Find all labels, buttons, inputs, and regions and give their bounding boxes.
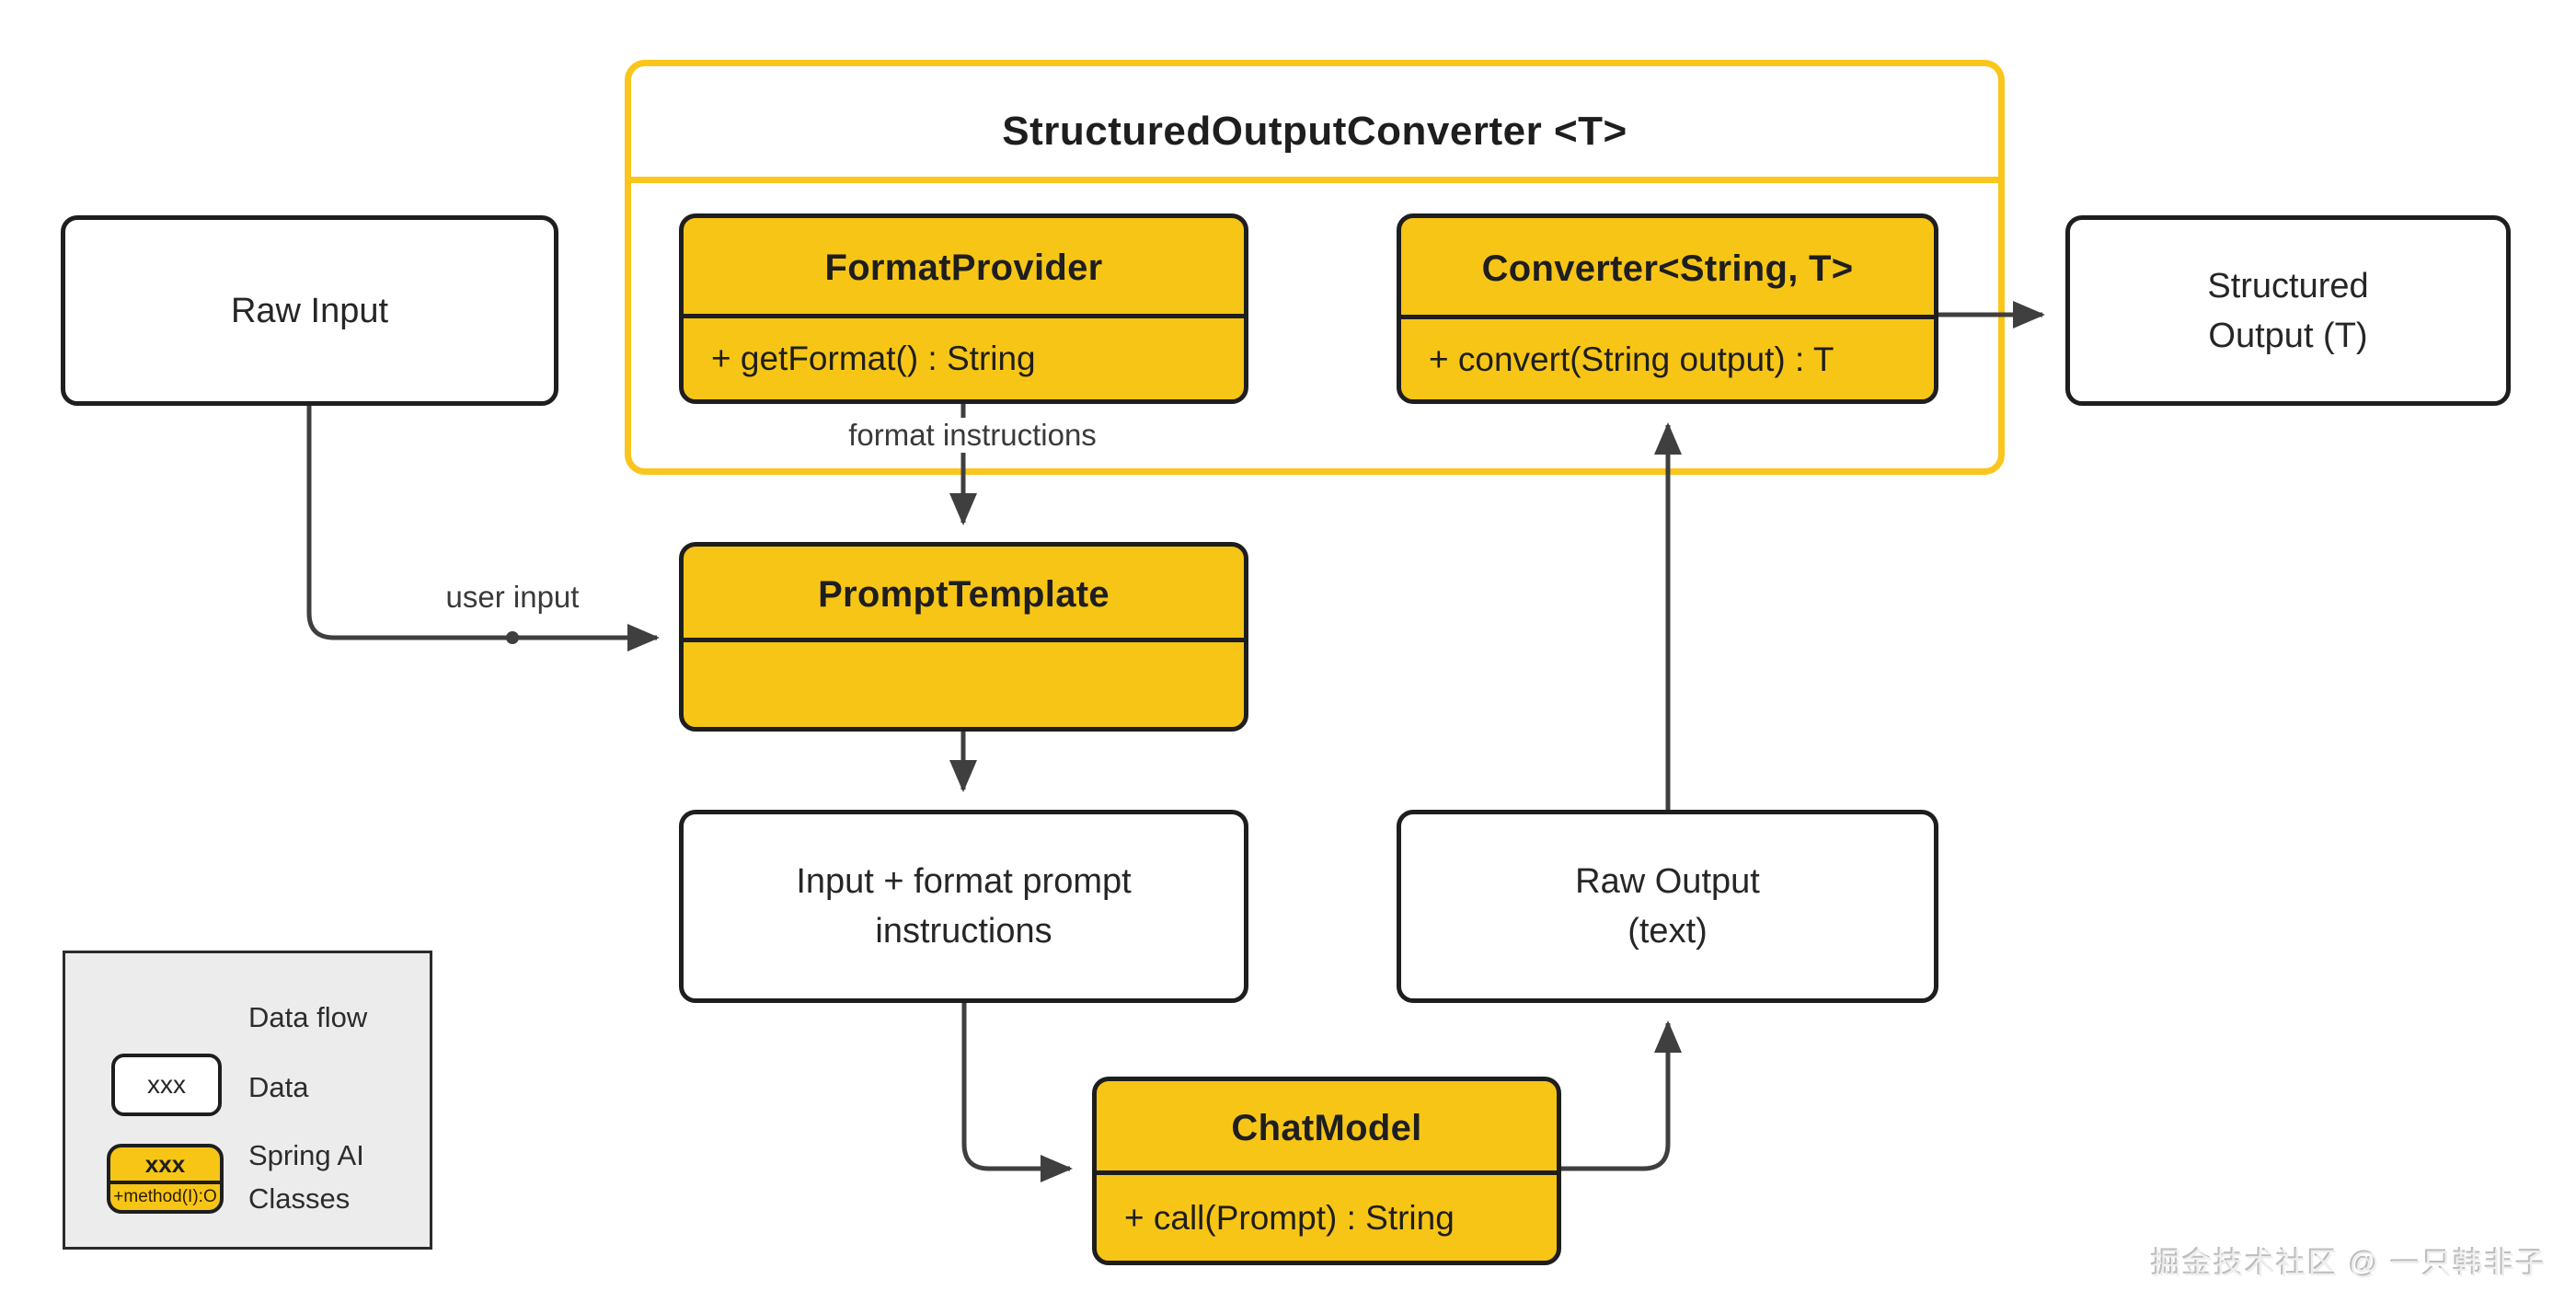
converter-method: + convert(String output) : T [1429,340,1834,378]
node-input-format-prompt: Input + format prompt instructions [679,810,1248,1003]
node-prompt-template: PromptTemplate [679,542,1248,732]
legend-data-box: xxx [111,1054,222,1116]
legend-data-box-text: xxx [147,1070,186,1099]
node-raw-output: Raw Output (text) [1397,810,1938,1003]
prompt-template-divider [684,638,1244,642]
raw-input-label: Raw Input [230,291,389,330]
edge-chat-model-to-raw-output [1561,1020,1682,1171]
legend-class-box-title: xxx [110,1147,220,1184]
node-format-provider: FormatProvider + getFormat() : String [679,213,1248,404]
chat-model-method: + call(Prompt) : String [1124,1198,1455,1237]
edge-raw-input-to-prompt-template [306,406,660,651]
input-format-prompt-label: Input + format prompt instructions [796,862,1132,951]
legend-data-flow-label: Data flow [248,1001,368,1033]
edge-input-box-to-chat-model [961,1003,1073,1182]
structured-output-label: Structured Output (T) [2207,266,2369,355]
converter-divider [1401,315,1934,319]
edge-waypoint-dot [506,631,519,644]
prompt-template-title: PromptTemplate [818,573,1110,615]
legend: Data flow xxx Data xxx +method(I):O Spri… [63,951,432,1250]
legend-spring-ai-class-box: xxx +method(I):O [107,1144,224,1214]
node-structured-output: Structured Output (T) [2065,215,2511,406]
format-provider-method: + getFormat() : String [711,340,1036,377]
chat-model-divider [1097,1170,1557,1175]
node-chat-model: ChatModel + call(Prompt) : String [1092,1077,1561,1265]
format-provider-divider [684,314,1244,318]
container-title-divider [631,177,1998,183]
watermark: 掘金技术社区 @ 一只韩非子 [2151,1247,2547,1280]
node-raw-input: Raw Input [61,215,558,406]
converter-title: Converter<String, T> [1481,248,1854,289]
format-provider-title: FormatProvider [824,248,1103,288]
raw-output-label: Raw Output (text) [1575,862,1760,951]
label-format-instructions: format instructions [779,418,1166,453]
chat-model-title: ChatModel [1231,1107,1422,1148]
container-title: StructuredOutputConverter <T> [1002,108,1627,154]
legend-class-box-method: +method(I):O [113,1187,217,1206]
label-user-input: user input [445,580,580,614]
legend-spring-ai-label: Spring AI Classes [248,1139,364,1215]
legend-data-label: Data [248,1071,309,1103]
node-converter: Converter<String, T> + convert(String ou… [1397,213,1938,404]
